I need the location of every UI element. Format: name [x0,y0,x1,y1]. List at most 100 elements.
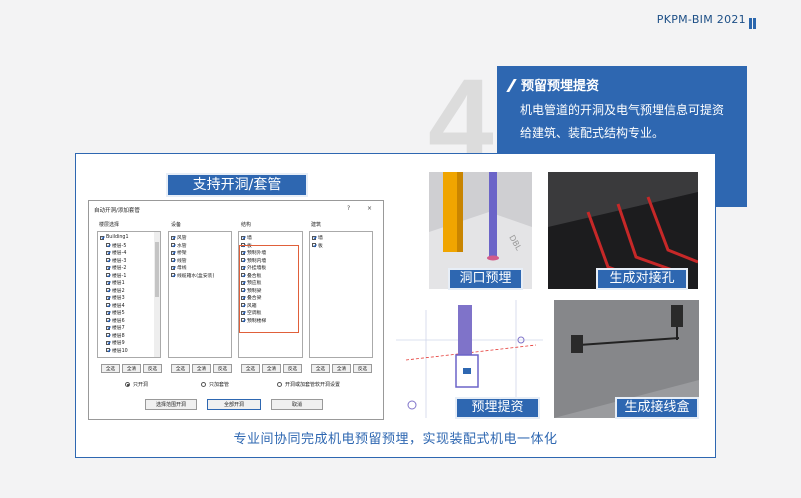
checkbox[interactable] [106,250,110,255]
list-item[interactable]: 楼层1 [100,279,160,287]
list-item[interactable]: 空调板 [241,309,302,317]
checkbox[interactable] [312,235,316,240]
list-item[interactable]: 叠合板 [241,272,302,280]
close-button[interactable]: × [367,205,373,212]
checkbox[interactable] [241,318,245,323]
list-item[interactable]: 楼层-5 [100,242,160,250]
checkbox[interactable] [312,243,316,248]
list-item[interactable]: 板 [312,242,372,250]
list-item[interactable]: 楼层2 [100,287,160,295]
list-item-label: Building1 [106,235,129,241]
radio-dot[interactable] [201,382,206,387]
select-button[interactable]: 全选 [171,364,190,373]
checkbox[interactable] [106,280,110,285]
checkbox[interactable] [106,273,110,278]
checkbox[interactable] [106,318,110,323]
list-item[interactable]: 母线 [171,264,231,272]
checkbox[interactable] [171,235,175,240]
list-item[interactable]: 预制梁 [241,287,302,295]
checkbox[interactable] [106,258,110,263]
checkbox[interactable] [171,243,175,248]
list-item[interactable]: 线缆箱水(盒安装) [171,272,231,280]
checkbox[interactable] [106,340,110,345]
select-button[interactable]: 全清 [262,364,281,373]
equipment-list[interactable]: 风管水管桥架线管母线线缆箱水(盒安装) [168,231,232,358]
list-item[interactable]: 楼层6 [100,317,160,325]
checkbox[interactable] [106,310,110,315]
select-button[interactable]: 全选 [241,364,260,373]
checkbox[interactable] [106,265,110,270]
select-button[interactable]: 全选 [101,364,120,373]
cancel-button[interactable]: 取消 [271,399,323,410]
checkbox[interactable] [106,243,110,248]
list-item[interactable]: 预制外墙 [241,249,302,257]
checkbox[interactable] [171,250,175,255]
list-item[interactable]: 楼层10 [100,347,160,355]
select-button[interactable]: 反选 [213,364,232,373]
list-item[interactable]: 楼层7 [100,324,160,332]
range-opening-button[interactable]: 选择范围开洞 [145,399,197,410]
checkbox[interactable] [106,288,110,293]
help-button[interactable]: ? [347,205,351,212]
list-item[interactable]: 风管 [171,234,231,242]
select-button[interactable]: 全选 [311,364,330,373]
list-item[interactable]: 预应板 [241,279,302,287]
radio-dot[interactable] [277,382,282,387]
radio-only-sleeve[interactable]: 只加套管 [201,381,229,388]
scrollbar[interactable] [154,232,160,357]
select-button[interactable]: 全清 [332,364,351,373]
architecture-list[interactable]: 墙板 [309,231,373,358]
list-item[interactable]: 楼层-3 [100,257,160,265]
checkbox[interactable] [241,235,245,240]
feature-title: 预留预埋提资 [506,75,599,94]
structure-list[interactable]: 墙板预制外墙预制内墙外挂墙板叠合板预应板预制梁叠合梁风箱空调板预制楼梯 [238,231,303,358]
select-button[interactable]: 全清 [192,364,211,373]
list-item[interactable]: 桥架 [171,249,231,257]
checkbox[interactable] [241,295,245,300]
checkbox[interactable] [241,280,245,285]
select-button[interactable]: 反选 [283,364,302,373]
select-button[interactable]: 全清 [122,364,141,373]
list-item[interactable]: 外挂墙板 [241,264,302,272]
list-item[interactable]: 风箱 [241,302,302,310]
list-item[interactable]: 楼层5 [100,309,160,317]
list-item[interactable]: 线管 [171,257,231,265]
list-item[interactable]: 楼层8 [100,332,160,340]
select-button[interactable]: 反选 [353,364,372,373]
select-button[interactable]: 反选 [143,364,162,373]
list-item[interactable]: 预制内墙 [241,257,302,265]
list-item[interactable]: 楼层-2 [100,264,160,272]
checkbox[interactable] [241,288,245,293]
list-item[interactable]: 墙 [312,234,372,242]
list-item[interactable]: 楼层3 [100,294,160,302]
checkbox[interactable] [106,333,110,338]
checkbox[interactable] [171,273,175,278]
list-item[interactable]: 楼层4 [100,302,160,310]
list-item[interactable]: 墙 [241,234,302,242]
checkbox[interactable] [106,348,110,353]
all-opening-button[interactable]: 全部开洞 [207,399,261,410]
checkbox[interactable] [171,265,175,270]
radio-dot[interactable] [125,382,130,387]
checkbox[interactable] [241,310,245,315]
radio-both[interactable]: 开洞或加套管软开洞设置 [277,381,340,388]
radio-only-opening[interactable]: 只开洞 [125,381,148,388]
checkbox[interactable] [100,235,104,240]
checkbox[interactable] [241,250,245,255]
checkbox[interactable] [171,258,175,263]
checkbox[interactable] [241,265,245,270]
checkbox[interactable] [106,325,110,330]
list-item[interactable]: 楼层-4 [100,249,160,257]
list-item[interactable]: 楼层9 [100,339,160,347]
list-item[interactable]: 水管 [171,242,231,250]
list-item[interactable]: 叠合梁 [241,294,302,302]
checkbox[interactable] [241,258,245,263]
list-item[interactable]: 楼层-1 [100,272,160,280]
list-item[interactable]: 预制楼梯 [241,317,302,325]
checkbox[interactable] [106,303,110,308]
list-item[interactable]: Building1 [100,234,160,242]
checkbox[interactable] [106,295,110,300]
checkbox[interactable] [241,303,245,308]
checkbox[interactable] [241,273,245,278]
